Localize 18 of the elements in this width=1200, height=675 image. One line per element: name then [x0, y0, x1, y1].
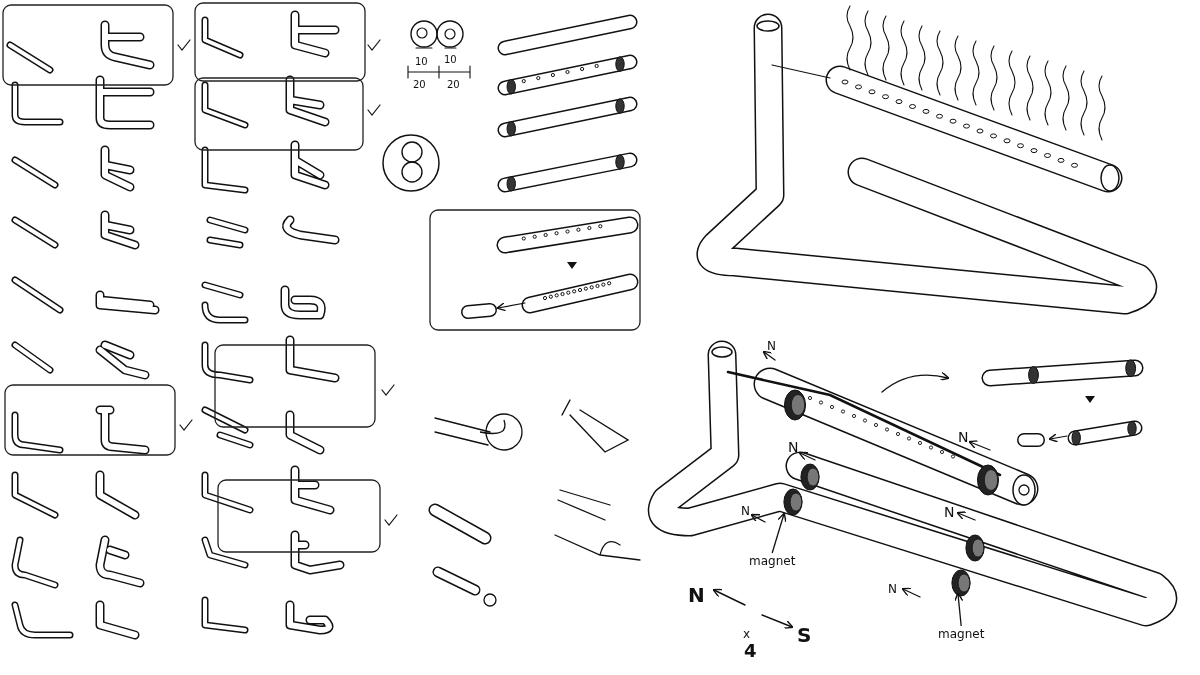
compass-label: S	[797, 625, 812, 645]
dimension-label: 20	[413, 80, 426, 90]
leader-line	[771, 512, 787, 554]
leader-line	[954, 592, 964, 627]
compass-label: N	[688, 585, 705, 605]
pole-label: N	[767, 340, 776, 352]
pole-label: N	[888, 583, 897, 595]
callout-text: magnet	[749, 555, 796, 567]
pole-label: N	[958, 430, 969, 444]
pole-label: N	[944, 505, 955, 519]
dimension-label: 10	[444, 55, 457, 65]
compass-label: 4	[744, 642, 757, 660]
callout-text: magnet	[938, 628, 985, 640]
pole-label: x	[743, 628, 751, 640]
pole-label: N	[788, 440, 799, 454]
dimension-label: 20	[447, 80, 460, 90]
dimension-label: 10	[415, 57, 428, 67]
pole-label: N	[741, 505, 750, 517]
